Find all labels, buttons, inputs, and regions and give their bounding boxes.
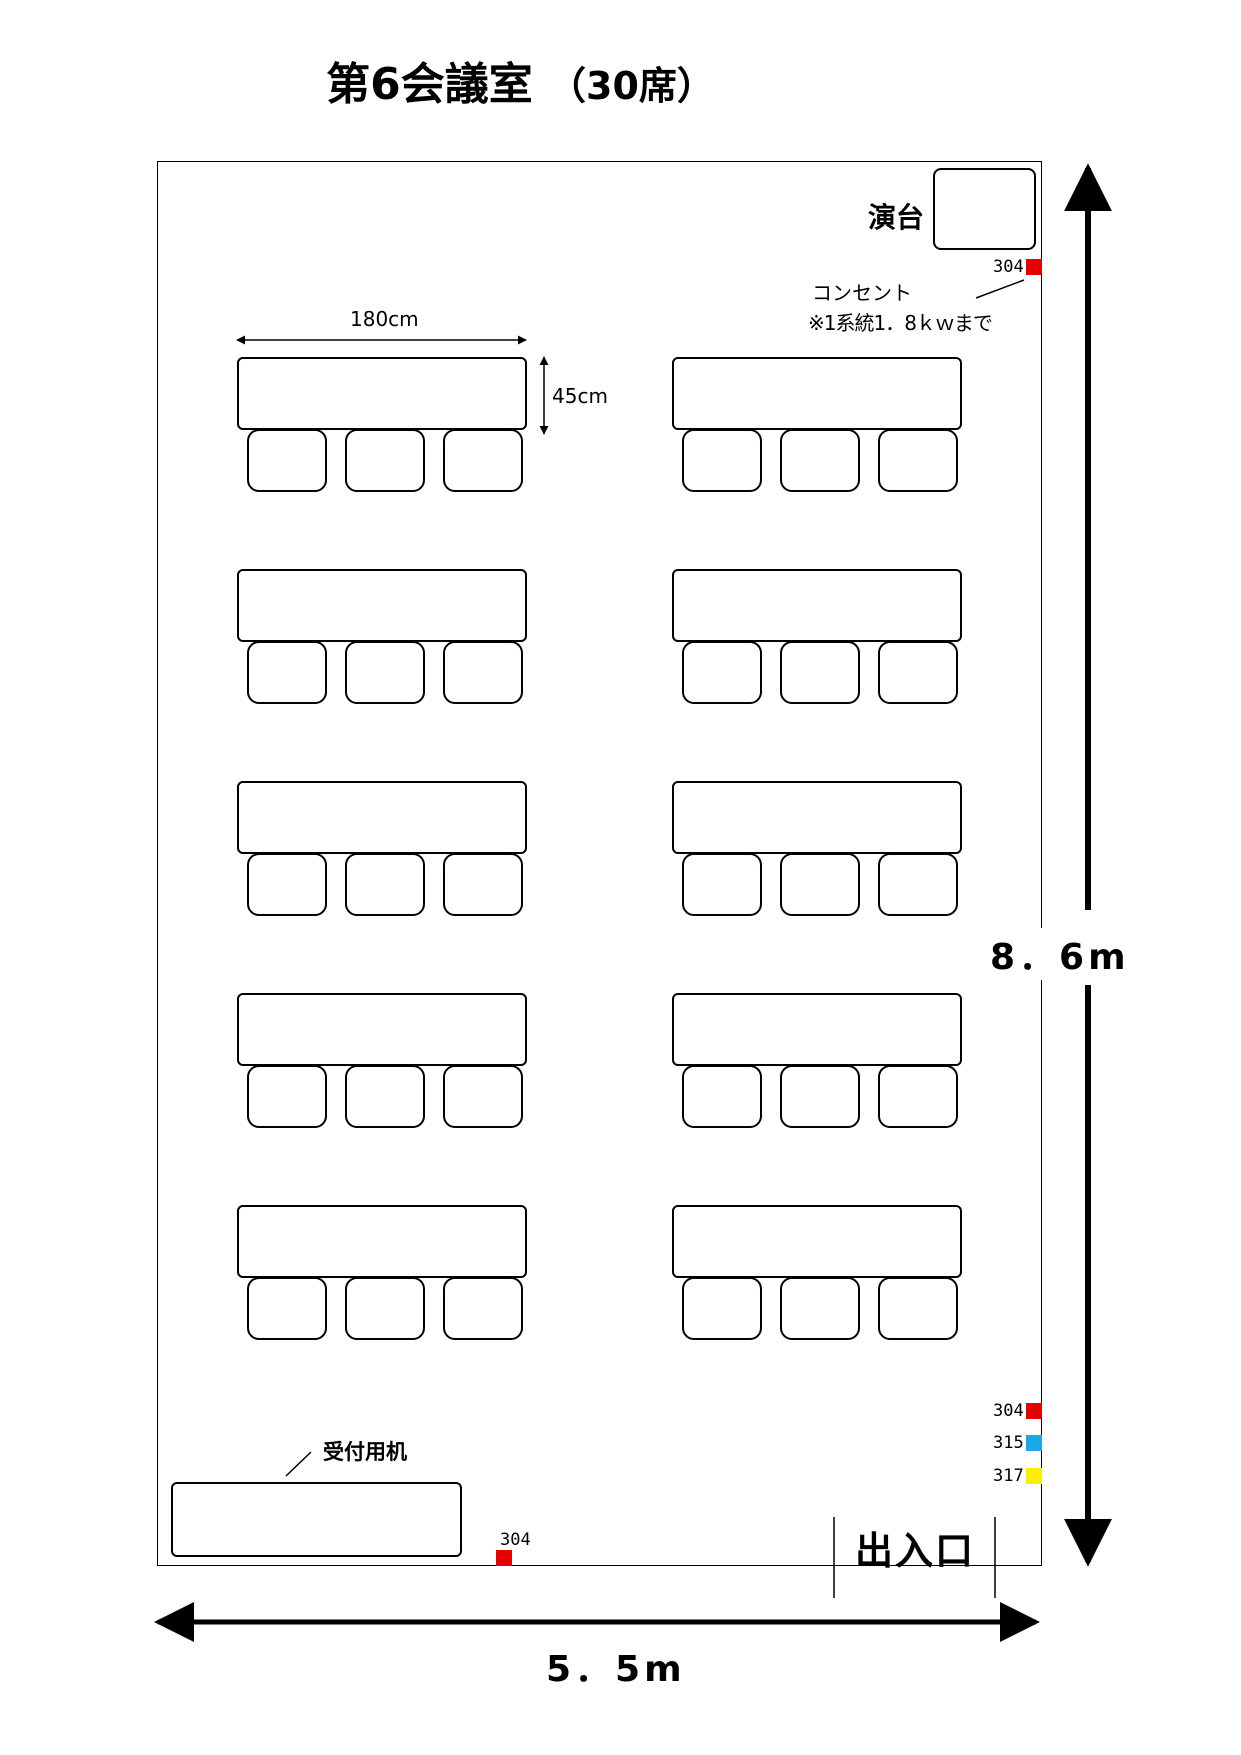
reception-label: 受付用机 [323, 1440, 407, 1464]
room-outline [157, 161, 1042, 1566]
podium-label: 演台 [868, 201, 925, 234]
chair [682, 429, 762, 492]
seat-count: （30席） [548, 64, 715, 108]
outlet-marker [1026, 1403, 1042, 1419]
chair [682, 1065, 762, 1128]
reception-leader [285, 1451, 312, 1477]
chair [247, 429, 327, 492]
meeting-table [237, 1205, 527, 1278]
chair [780, 429, 860, 492]
outlet-marker [496, 1550, 512, 1566]
table-width-label: 180cm [350, 307, 419, 331]
meeting-table [672, 357, 962, 430]
outlet-number: 315 [993, 1433, 1024, 1453]
outlet-number: 304 [500, 1530, 531, 1550]
chair [345, 641, 425, 704]
outlet-number: 317 [993, 1466, 1024, 1486]
chair [247, 641, 327, 704]
chair [682, 853, 762, 916]
chair [878, 853, 958, 916]
meeting-table [237, 781, 527, 854]
chair [345, 1277, 425, 1340]
outlet-marker [1026, 259, 1042, 275]
chair [682, 1277, 762, 1340]
outlet-note-line2: ※1系統1．8ｋｗまで [808, 311, 993, 335]
reception-desk [171, 1482, 462, 1557]
outlet-marker [1026, 1435, 1042, 1451]
chair [443, 429, 523, 492]
table-depth-label: 45cm [552, 384, 608, 408]
chair [443, 853, 523, 916]
chair [345, 1065, 425, 1128]
chair [878, 1277, 958, 1340]
chair [878, 641, 958, 704]
outlet-number: 304 [993, 257, 1024, 277]
chair [247, 1065, 327, 1128]
outlet-marker [1026, 1468, 1042, 1484]
outlet-note-line1: コンセント [812, 281, 912, 305]
room-name: 第6会議室 [326, 59, 533, 110]
chair [443, 641, 523, 704]
chair [443, 1277, 523, 1340]
chair [878, 429, 958, 492]
outlet-leader [975, 279, 1025, 299]
chair [682, 641, 762, 704]
chair [780, 1065, 860, 1128]
chair [247, 853, 327, 916]
chair [345, 853, 425, 916]
room-height-label: 8．6m [990, 928, 1130, 980]
chair [780, 1277, 860, 1340]
chair [443, 1065, 523, 1128]
chair [247, 1277, 327, 1340]
room-width-label: 5．5m [546, 1649, 686, 1690]
entrance-label: 出入口 [855, 1529, 976, 1573]
podium [933, 168, 1036, 250]
chair [780, 853, 860, 916]
page-title: 第6会議室 （30席） [0, 48, 1041, 112]
chair [780, 641, 860, 704]
outlet-number: 304 [993, 1401, 1024, 1421]
chair [878, 1065, 958, 1128]
chair [345, 429, 425, 492]
